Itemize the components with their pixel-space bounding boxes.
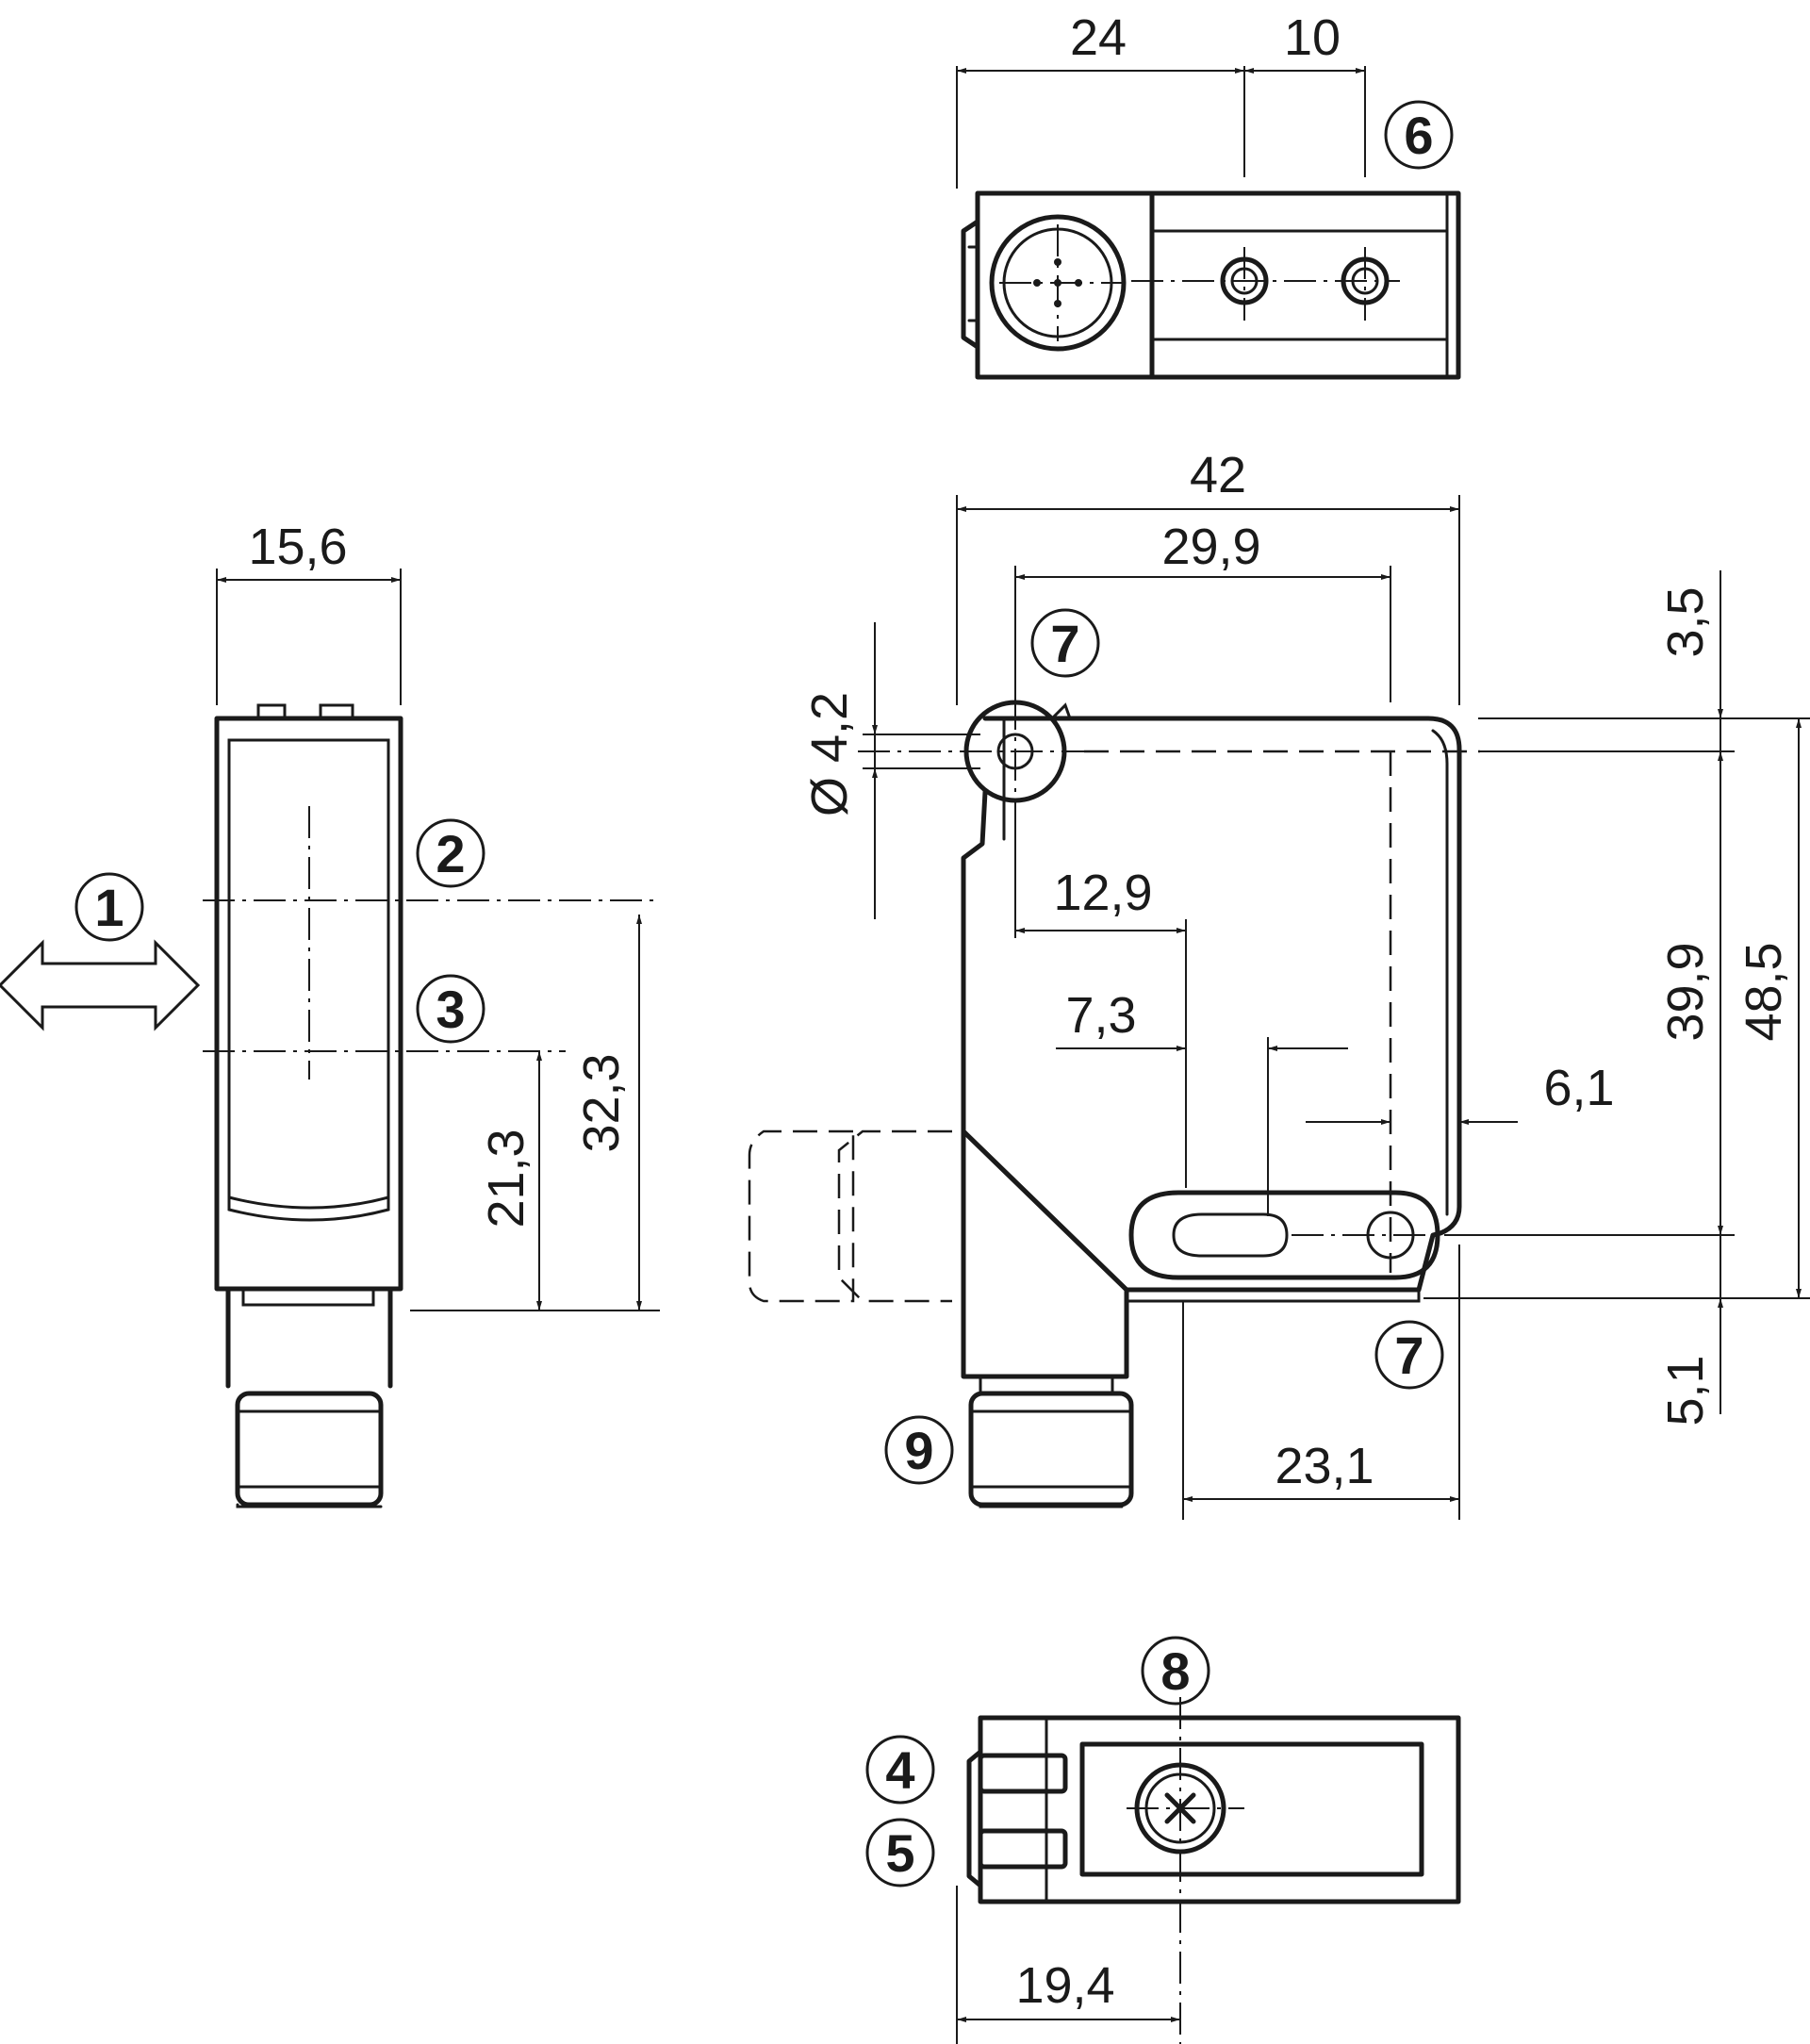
callout-1: 1 [94, 878, 123, 937]
dim-24: 24 [1070, 9, 1127, 66]
callout-6: 6 [1404, 106, 1433, 165]
callout-4: 4 [885, 1740, 914, 1800]
dim-23-1: 23,1 [1275, 1438, 1374, 1494]
callout-9: 9 [904, 1421, 933, 1480]
sensor-housing-outline [961, 716, 1462, 1293]
top-view: 24 10 6 [956, 9, 1461, 380]
dim-15-6: 15,6 [248, 519, 347, 575]
dim-6-1: 6,1 [1543, 1060, 1614, 1116]
led-indicator-icon [978, 1753, 1068, 1794]
side-view: 1 2 3 15,6 32,3 21,3 [0, 519, 660, 1508]
dim-10: 10 [1284, 9, 1341, 66]
mounting-slot-icon [1128, 1190, 1440, 1280]
callout-2: 2 [436, 824, 465, 883]
optical-axis-double-arrow-icon [0, 939, 201, 1031]
callout-7-bottom: 7 [1394, 1326, 1423, 1385]
front-view: 9 7 7 42 29,9 Ø 4,2 12,9 7,3 6,1 [748, 447, 1810, 1520]
led-indicator-icon [978, 1828, 1068, 1870]
callout-7-top: 7 [1050, 614, 1079, 673]
dim-12-9: 12,9 [1053, 865, 1152, 921]
dim-3-5: 3,5 [1657, 586, 1714, 657]
dim-42: 42 [1190, 447, 1246, 503]
callout-3: 3 [436, 980, 465, 1039]
dim-diameter-4-2: Ø 4,2 [801, 692, 858, 816]
dim-5-1: 5,1 [1657, 1355, 1714, 1426]
dim-21-3: 21,3 [478, 1129, 535, 1228]
callout-8: 8 [1160, 1641, 1190, 1701]
dim-32-3: 32,3 [573, 1053, 630, 1152]
dim-48-5: 48,5 [1736, 942, 1792, 1041]
dim-7-3: 7,3 [1065, 987, 1136, 1044]
bottom-view: 8 4 5 19,4 [865, 1636, 1461, 2044]
dim-19-4: 19,4 [1015, 1957, 1114, 2014]
callout-5: 5 [885, 1823, 914, 1883]
dim-39-9: 39,9 [1657, 942, 1714, 1041]
dim-29-9: 29,9 [1161, 519, 1260, 575]
connector-face-icon [989, 214, 1127, 352]
